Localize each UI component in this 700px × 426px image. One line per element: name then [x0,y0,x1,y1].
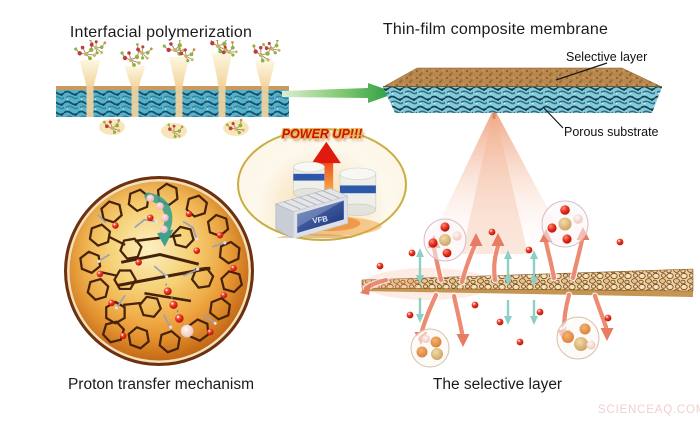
membrane-crust [56,86,289,92]
composite-membrane-illustration [382,67,663,113]
selective-layer-caption: The selective layer [432,376,563,393]
process-arrow-icon [282,83,396,103]
vfb-system-illustration: VFB [274,141,382,238]
selective-layer-annotation: Selective layer [566,50,648,64]
electrolyte-tank-left [293,161,325,199]
watermark: SCIENCEAQ.COM [598,404,700,416]
porous-substrate-band [56,90,289,117]
power-up-badge: POWER UP!!! [237,127,407,241]
hydrogen-atoms [97,220,227,329]
selective-layer-illustration [360,200,694,368]
side-chain-bonds [97,214,225,327]
vanadium-ion-cluster [410,328,450,368]
vanadium-ion-cluster [556,316,600,360]
proton-transfer-caption: Proton transfer mechanism [67,376,255,393]
power-up-caption: POWER UP!!! [281,127,363,141]
polymer-network [78,181,245,355]
water-transport-arrows [418,256,536,318]
interfacial-polymerization-illustration [56,40,289,140]
composite-membrane-title: Thin-film composite membrane [382,21,609,38]
transfer-arrow-icon [144,192,174,247]
vfb-container: VFB [274,188,354,238]
proton-transfer-magnifier [64,176,254,366]
hydrated-vanadium-ion [541,200,589,248]
interfacial-polymerization-title: Interfacial polymerization [69,24,253,41]
annotation-pointer-lines [542,62,608,129]
sub-surface-molecules [99,118,249,140]
selective-layer-sheet [361,268,694,292]
electrolyte-tank-right [339,167,377,216]
pore-channels [86,86,269,117]
porous-substrate-slab [383,87,662,113]
water-arrowheads [416,248,538,325]
hydronium-sphere [180,324,194,338]
hydrated-vanadium-ion [423,218,467,262]
porous-substrate-annotation: Porous substrate [564,125,659,139]
reaction-flames [80,53,275,92]
vfb-label: VFB [312,214,329,225]
